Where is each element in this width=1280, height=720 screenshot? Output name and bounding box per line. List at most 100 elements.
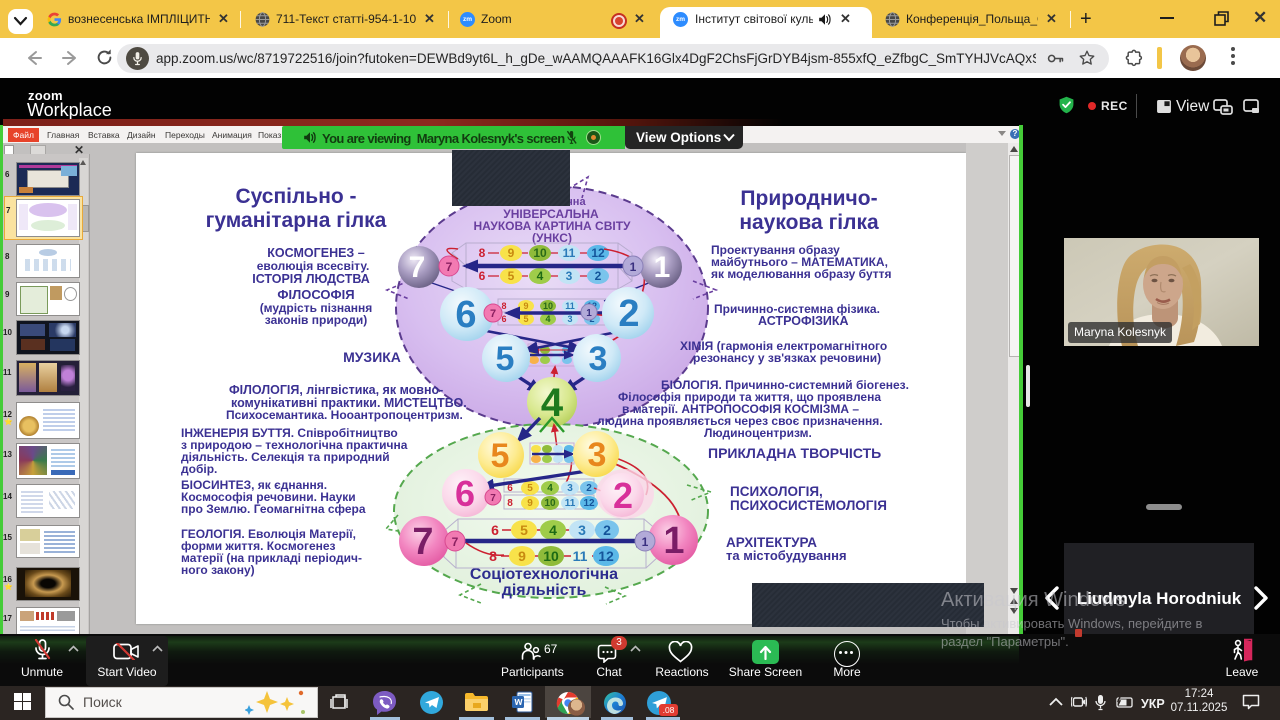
- svg-text:про Землю. Геомагнітна сфера: про Землю. Геомагнітна сфера: [181, 502, 366, 516]
- svg-text:еволюція всесвіту.: еволюція всесвіту.: [257, 259, 370, 273]
- svg-text:7: 7: [409, 251, 426, 284]
- svg-text:4: 4: [549, 522, 557, 538]
- svg-text:Людиноцентризм.: Людиноцентризм.: [704, 426, 812, 440]
- svg-text:3: 3: [588, 436, 607, 474]
- svg-text:2: 2: [586, 483, 592, 494]
- svg-text:7: 7: [452, 535, 459, 549]
- svg-text:11: 11: [565, 301, 575, 311]
- svg-text:КОСМОГЕНЕЗ –: КОСМОГЕНЕЗ –: [267, 246, 364, 260]
- svg-text:ФІЛОСОФІЯ: ФІЛОСОФІЯ: [277, 287, 354, 302]
- svg-text:(мудрість пізнання: (мудрість пізнання: [260, 301, 373, 315]
- svg-text:форми життя. Космогенез: форми життя. Космогенез: [181, 539, 336, 553]
- svg-text:1: 1: [586, 308, 592, 319]
- svg-text:5: 5: [496, 340, 515, 378]
- svg-text:та містобудування: та містобудування: [726, 548, 847, 563]
- svg-text:ГЕОЛОГІЯ. Еволюція Матерії,: ГЕОЛОГІЯ. Еволюція Матерії,: [181, 527, 356, 541]
- svg-text:комунікативні практики. МИСТЕЦ: комунікативні практики. МИСТЕЦТВО.: [231, 396, 467, 410]
- svg-text:5: 5: [523, 314, 528, 324]
- svg-text:3: 3: [567, 483, 573, 494]
- svg-text:3: 3: [566, 269, 573, 283]
- svg-text:6: 6: [507, 483, 513, 494]
- svg-text:Проектування образу: Проектування образу: [711, 243, 840, 257]
- svg-text:діяльність: діяльність: [502, 582, 587, 599]
- svg-text:НАУКОВА КАРТИНА СВІТУ: НАУКОВА КАРТИНА СВІТУ: [474, 219, 632, 233]
- svg-text:чна: чна: [566, 196, 586, 208]
- svg-text:2: 2: [613, 475, 633, 516]
- svg-text:АСТРОФІЗИКА: АСТРОФІЗИКА: [758, 314, 849, 328]
- svg-text:2: 2: [603, 522, 611, 538]
- svg-text:1: 1: [642, 535, 649, 549]
- svg-text:1: 1: [630, 260, 637, 274]
- svg-text:АРХІТЕКТУРА: АРХІТЕКТУРА: [726, 535, 817, 550]
- svg-text:майбутнього – МАТЕМАТИКА,: майбутнього – МАТЕМАТИКА,: [711, 255, 888, 269]
- svg-text:ІНЖЕНЕРІЯ БУТТЯ. Співробітницт: ІНЖЕНЕРІЯ БУТТЯ. Співробітництво: [181, 426, 398, 440]
- svg-text:5: 5: [508, 269, 515, 283]
- svg-text:ФІЛОЛОГІЯ, лінгвістика, як м: ФІЛОЛОГІЯ, лінгвістика, як мовно-: [229, 383, 443, 397]
- svg-text:6: 6: [479, 269, 486, 283]
- svg-text:1: 1: [654, 251, 671, 284]
- svg-text:МУЗИКА: МУЗИКА: [343, 349, 401, 365]
- svg-text:6: 6: [491, 522, 499, 538]
- svg-text:Філософія природи та життя, щ: Філософія природи та життя, що проявлена: [618, 390, 881, 404]
- svg-text:ПСИХОСИСТЕМОЛОГІЯ: ПСИХОСИСТЕМОЛОГІЯ: [730, 498, 887, 513]
- svg-text:4: 4: [541, 381, 564, 425]
- svg-text:3: 3: [589, 340, 608, 378]
- svg-text:людина проявляється через своє: людина проявляється через своє призначен…: [597, 414, 883, 428]
- svg-text:УНІВЕРСАЛЬНА: УНІВЕРСАЛЬНА: [503, 207, 599, 221]
- svg-text:5: 5: [527, 483, 533, 494]
- svg-text:Природничо-: Природничо-: [740, 187, 877, 210]
- svg-text:законів природи): законів природи): [265, 313, 367, 327]
- svg-text:4: 4: [547, 483, 553, 494]
- svg-text:діяльність. Селекція та природ: діяльність. Селекція та природний: [181, 450, 390, 464]
- svg-text:4: 4: [545, 314, 550, 324]
- svg-text:ПРИКЛАДНА ТВОРЧІСТЬ: ПРИКЛАДНА ТВОРЧІСТЬ: [708, 445, 881, 461]
- svg-text:резонансу у зв'язках речови: резонансу у зв'язках речовини): [693, 351, 881, 365]
- svg-text:9: 9: [523, 301, 528, 311]
- svg-text:ІСТОРІЯ ЛЮДСТВА: ІСТОРІЯ ЛЮДСТВА: [252, 272, 370, 286]
- svg-text:БІОСИНТЕЗ, як єднання.: БІОСИНТЕЗ, як єднання.: [181, 478, 327, 492]
- svg-text:2: 2: [595, 269, 602, 283]
- svg-text:10: 10: [544, 498, 556, 509]
- svg-text:8: 8: [479, 246, 486, 260]
- svg-text:3: 3: [578, 522, 586, 538]
- svg-text:8: 8: [507, 498, 513, 509]
- svg-text:Причинно-системна фізика.: Причинно-системна фізика.: [714, 302, 880, 316]
- svg-text:2: 2: [618, 293, 639, 335]
- svg-text:10: 10: [533, 246, 547, 260]
- svg-text:6: 6: [501, 314, 506, 324]
- svg-text:ПСИХОЛОГІЯ,: ПСИХОЛОГІЯ,: [730, 484, 823, 499]
- svg-text:9: 9: [508, 246, 515, 260]
- svg-text:Психосемантика. Нооантропоцент: Психосемантика. Нооантропоцентризм.: [226, 408, 463, 422]
- svg-text:5: 5: [491, 437, 510, 475]
- svg-text:3: 3: [567, 314, 572, 324]
- svg-text:9: 9: [527, 498, 533, 509]
- svg-text:10: 10: [543, 301, 553, 311]
- svg-text:матерії (на прикладі періодич-: матерії (на прикладі періодич-: [181, 551, 362, 565]
- svg-text:8: 8: [489, 548, 497, 564]
- svg-text:6: 6: [455, 473, 475, 514]
- svg-text:гуманітарна гілка: гуманітарна гілка: [206, 209, 387, 232]
- svg-text:11: 11: [565, 498, 576, 509]
- svg-text:7: 7: [412, 521, 433, 563]
- svg-text:Соціотехнологічна: Соціотехнологічна: [470, 566, 618, 583]
- svg-text:Суспільно -: Суспільно -: [235, 185, 356, 208]
- svg-text:11: 11: [573, 548, 588, 564]
- svg-text:11: 11: [563, 246, 576, 260]
- svg-text:6: 6: [455, 294, 476, 336]
- svg-text:7: 7: [490, 493, 496, 504]
- svg-text:7: 7: [490, 308, 496, 320]
- svg-text:12: 12: [598, 548, 614, 564]
- svg-text:10: 10: [543, 548, 559, 564]
- svg-text:4: 4: [537, 269, 544, 283]
- svg-text:9: 9: [518, 548, 526, 564]
- svg-text:Космософія речовини. Науки: Космософія речовини. Науки: [181, 490, 356, 504]
- svg-text:1: 1: [663, 520, 684, 562]
- svg-text:як моделювання образу буття: як моделювання образу буття: [711, 267, 892, 281]
- svg-text:(УНКС): (УНКС): [532, 231, 572, 245]
- svg-text:добір.: добір.: [181, 462, 217, 476]
- svg-text:12: 12: [583, 498, 595, 509]
- svg-text:наукова гілка: наукова гілка: [739, 211, 879, 234]
- svg-text:в матерії. АНТРОПОСОФІЯ КОСМІ: в матерії. АНТРОПОСОФІЯ КОСМІЗМА –: [622, 402, 859, 416]
- svg-text:7: 7: [446, 260, 453, 274]
- svg-text:БІОЛОГІЯ. Причинно-системний б: БІОЛОГІЯ. Причинно-системний біогенез.: [661, 378, 909, 392]
